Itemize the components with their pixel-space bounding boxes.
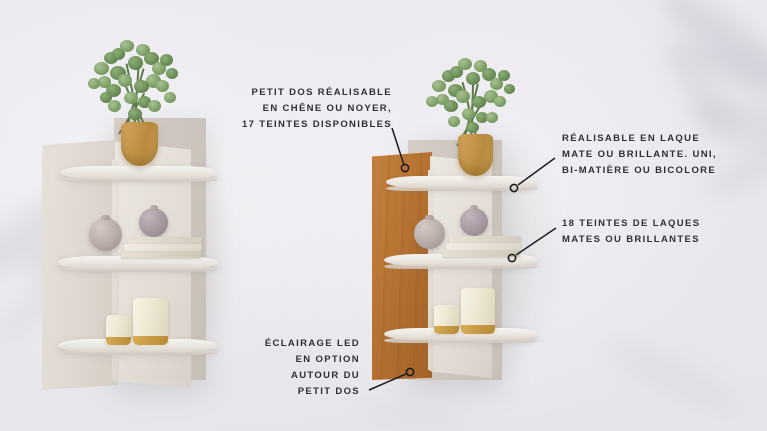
- callout-led-line-1: ÉCLAIRAGE LED: [264, 338, 360, 349]
- product-shelf-unit-white: [0, 0, 260, 431]
- shelf-bottom: [384, 328, 538, 340]
- callout-lacquer-line-1: RÉALISABLE EN LAQUE: [562, 133, 701, 144]
- round-vase-small-neck: [470, 205, 478, 210]
- shelf-top: [60, 166, 218, 179]
- shelf-bottom-edge: [384, 338, 538, 343]
- shelf-bottom-edge: [58, 350, 218, 355]
- round-vase-small: [139, 208, 168, 237]
- shelf-top-edge: [60, 177, 218, 182]
- callout-led-line-3: AUTOUR DU: [291, 370, 360, 381]
- callout-tints-line-1: 18 TEINTES DE LAQUES: [562, 218, 701, 229]
- candle-small-base: [106, 337, 131, 345]
- shelf-top-edge: [386, 186, 538, 191]
- round-vase-small-neck: [150, 205, 158, 210]
- callout-tints-line-2: MATES OU BRILLANTES: [562, 234, 700, 245]
- gold-plant-pot: [121, 122, 158, 166]
- shelf-middle: [58, 256, 218, 269]
- callout-wood-back-line-3: 17 TEINTES DISPONIBLES: [241, 119, 392, 130]
- shelf-middle-edge: [58, 267, 218, 272]
- round-vase-neck: [425, 215, 434, 220]
- candle-large: [133, 298, 168, 342]
- round-vase-neck: [101, 215, 110, 220]
- callout-led: ÉCLAIRAGE LED EN OPTION AUTOUR DU PETIT …: [195, 336, 360, 400]
- candle-large-base: [461, 325, 495, 334]
- shelf-middle: [384, 254, 538, 266]
- shelf-middle-edge: [384, 264, 538, 269]
- round-vase-large: [89, 218, 122, 251]
- candle-large: [461, 288, 495, 330]
- candle-large-base: [133, 336, 168, 345]
- round-vase-large: [414, 218, 445, 249]
- product-shelf-unit-oak: [360, 0, 568, 431]
- vertical-divider: [428, 170, 434, 370]
- callout-led-line-4: PETIT DOS: [297, 386, 360, 397]
- callout-tints: 18 TEINTES DE LAQUES MATES OU BRILLANTES: [562, 216, 762, 248]
- callout-wood-back: PETIT DOS RÉALISABLE EN CHÊNE OU NOYER, …: [180, 85, 392, 133]
- callout-wood-back-line-1: PETIT DOS RÉALISABLE: [251, 87, 392, 98]
- callout-lacquer-line-2: MATE OU BRILLANTE. UNI,: [562, 149, 717, 160]
- round-vase-small: [460, 208, 488, 236]
- callout-wood-back-line-2: EN CHÊNE OU NOYER,: [262, 103, 392, 114]
- callout-lacquer-line-3: BI-MATIÈRE OU BICOLORE: [562, 165, 717, 176]
- callout-led-line-2: EN OPTION: [295, 354, 360, 365]
- candle-small-base: [434, 326, 459, 334]
- shelf-top: [386, 176, 538, 188]
- shelf-bottom: [58, 339, 218, 352]
- gold-plant-pot: [458, 134, 493, 176]
- callout-lacquer: RÉALISABLE EN LAQUE MATE OU BRILLANTE. U…: [562, 131, 767, 179]
